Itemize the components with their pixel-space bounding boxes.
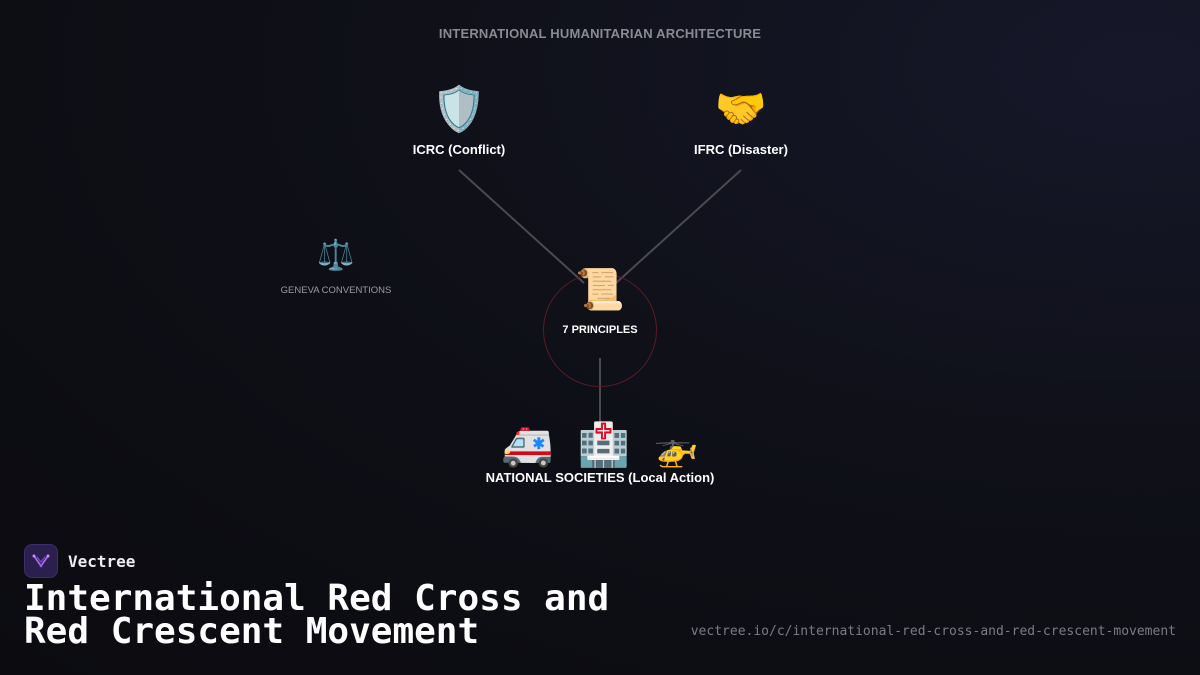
title-line-1: International Red Cross and	[24, 578, 610, 619]
handshake-icon: 🤝	[714, 85, 768, 132]
title-line-2: Red Crescent Movement	[24, 611, 480, 652]
hospital-icon: 🏥	[577, 421, 630, 468]
icrc-label: ICRC (Conflict)	[412, 142, 506, 157]
connector-ifrc-principles	[615, 169, 742, 284]
geneva-label: GENEVA CONVENTIONS	[280, 285, 392, 296]
principles-circle	[543, 273, 657, 387]
scroll-icon: 📜	[575, 268, 625, 312]
diagram-header: INTERNATIONAL HUMANITARIAN ARCHITECTURE	[438, 26, 762, 41]
page-title: International Red Cross and Red Crescent…	[24, 581, 664, 650]
national-icons: 🚑 🏥 🚁	[440, 424, 760, 466]
node-national-societies: 🚑 🏥 🚁 NATIONAL SOCIETIES (Local Action)	[440, 424, 760, 486]
helicopter-icon: 🚁	[653, 427, 699, 468]
node-principles: 📜 7 PRINCIPLES	[520, 270, 680, 336]
node-icrc: 🛡️ ICRC (Conflict)	[359, 85, 559, 158]
scales-icon: ⚖️	[317, 239, 355, 272]
source-url: vectree.io/c/international-red-cross-and…	[690, 624, 1176, 639]
ifrc-label: IFRC (Disaster)	[694, 142, 788, 157]
vectree-logo-icon	[24, 544, 58, 578]
shield-icon: 🛡️	[431, 85, 487, 134]
national-label: NATIONAL SOCIETIES (Local Action)	[485, 470, 715, 485]
ambulance-icon: 🚑	[501, 421, 554, 468]
principles-label: 7 PRINCIPLES	[562, 324, 638, 336]
brand-name: Vectree	[68, 551, 136, 571]
node-geneva-conventions: ⚖️ GENEVA CONVENTIONS	[256, 239, 416, 297]
connector-icrc-principles	[458, 169, 585, 284]
node-ifrc: 🤝 IFRC (Disaster)	[641, 85, 841, 158]
brand: Vectree	[24, 544, 135, 578]
